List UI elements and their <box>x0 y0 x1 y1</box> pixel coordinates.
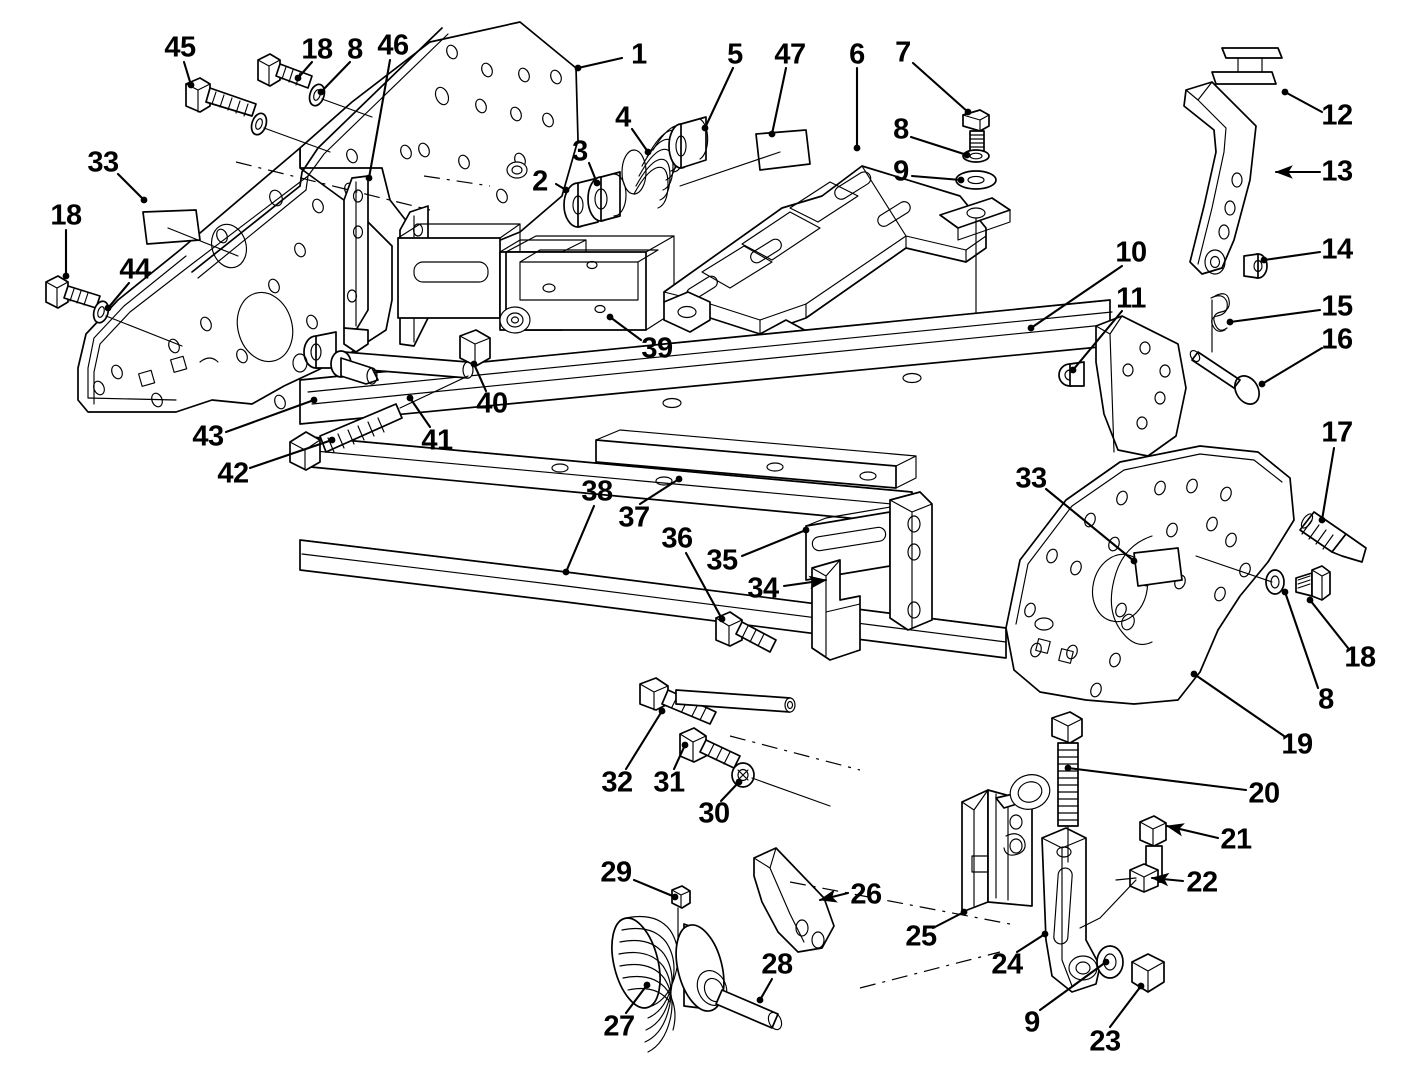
callout-11: 11 <box>1116 282 1146 315</box>
lock-washer-45-mate <box>250 112 268 136</box>
hex-bolt-18-right <box>1295 565 1331 601</box>
jam-nut-29 <box>671 885 691 941</box>
spring-rod-28 <box>715 989 783 1031</box>
callout-14: 14 <box>1321 233 1353 266</box>
lock-washer-8-right <box>1265 569 1285 595</box>
callout-5: 5 <box>727 38 743 71</box>
handle-grip-12 <box>1211 47 1283 85</box>
spring-seat-cup-3 <box>587 171 627 222</box>
callout-3: 3 <box>572 135 588 168</box>
hairpin-cotter-15 <box>1210 293 1230 353</box>
flat-bar-on-cross-rail <box>595 429 917 489</box>
callout-8: 8 <box>893 113 909 146</box>
clevis-pin-16 <box>1189 349 1260 405</box>
callout-22: 22 <box>1186 866 1218 899</box>
hex-nut-23 <box>1131 953 1165 993</box>
callout-27: 27 <box>603 1010 635 1043</box>
link-arm-24 <box>1041 827 1101 993</box>
rod-end-43b <box>330 350 379 385</box>
callout-1: 1 <box>631 38 647 71</box>
callout-34: 34 <box>747 572 779 605</box>
callout-23: 23 <box>1089 1025 1121 1058</box>
decal-33-right <box>1133 547 1183 587</box>
main-frame-rail-10 <box>299 299 1115 425</box>
callout-28: 28 <box>761 948 793 981</box>
callout-44: 44 <box>119 253 151 286</box>
callout-26: 26 <box>850 878 882 911</box>
callout-18b: 18 <box>50 199 82 232</box>
callout-31: 31 <box>653 766 685 799</box>
callout-29: 29 <box>600 856 632 889</box>
callout-37: 37 <box>618 501 650 534</box>
callout-38: 38 <box>581 475 613 508</box>
callout-40: 40 <box>476 387 508 420</box>
carriage-bolt-17 <box>1299 511 1367 563</box>
brace-fin-left <box>343 175 369 353</box>
callout-18a: 18 <box>301 33 333 66</box>
callout-45: 45 <box>164 31 196 64</box>
callout-33a: 33 <box>87 146 119 179</box>
callout-20: 20 <box>1248 777 1280 810</box>
lock-washer-44 <box>92 300 110 324</box>
lock-washer-30 <box>731 762 755 788</box>
callout-21: 21 <box>1220 823 1252 856</box>
callout-18c: 18 <box>1344 641 1376 674</box>
long-hex-bolt-20 <box>1051 711 1083 863</box>
short-rod <box>675 689 796 713</box>
callout-13: 13 <box>1321 155 1353 188</box>
hinge-plate-outer <box>1095 315 1187 457</box>
callout-8a: 8 <box>347 33 363 66</box>
callout-6: 6 <box>849 38 865 71</box>
callout-41: 41 <box>421 424 453 457</box>
callout-9b: 9 <box>1024 1006 1040 1039</box>
callout-7: 7 <box>895 36 911 69</box>
mount-pad-upper <box>939 197 1011 241</box>
callout-10: 10 <box>1115 236 1147 269</box>
callout-12: 12 <box>1321 99 1353 132</box>
callout-46: 46 <box>377 29 409 62</box>
callout-2: 2 <box>532 165 548 198</box>
wire-rod-46 <box>191 27 449 279</box>
callout-4: 4 <box>615 101 631 134</box>
hex-bolt-7 <box>962 109 990 153</box>
decal-33-left <box>142 209 239 257</box>
callout-33b: 33 <box>1015 462 1047 495</box>
callout-17: 17 <box>1321 416 1353 449</box>
callout-39: 39 <box>641 332 673 365</box>
pivot-lever-26 <box>753 847 835 953</box>
callout-42: 42 <box>217 457 249 490</box>
callout-19: 19 <box>1281 728 1313 761</box>
callout-36: 36 <box>661 522 693 555</box>
callout-43: 43 <box>192 420 224 453</box>
callout-35: 35 <box>706 544 738 577</box>
callout-32: 32 <box>601 766 633 799</box>
decal-47 <box>679 129 811 187</box>
center-lines <box>235 161 1011 989</box>
hex-nut-40 <box>459 329 491 367</box>
callout-25: 25 <box>905 920 937 953</box>
callout-30: 30 <box>698 797 730 830</box>
callout-47: 47 <box>774 38 806 71</box>
lift-lever-arm-13 <box>1183 81 1257 275</box>
latch-bracket-25 <box>961 774 1051 913</box>
leader-lines <box>62 56 1350 1029</box>
hex-bolt-18-top <box>257 53 313 89</box>
adjusting-bolt-42 <box>289 403 403 471</box>
callout-9: 9 <box>893 155 909 188</box>
flat-washer-9-bottom <box>1096 945 1124 979</box>
housing-u-block <box>499 235 675 334</box>
callout-8b: 8 <box>1318 683 1334 716</box>
tension-rod-41 <box>338 351 474 379</box>
flat-washer-9-top <box>955 170 997 190</box>
spacer-bushing-5 <box>668 116 709 169</box>
left-frame-side-plate <box>299 21 579 255</box>
callout-15: 15 <box>1321 290 1353 323</box>
callout-24: 24 <box>991 948 1023 981</box>
callout-16: 16 <box>1321 323 1353 356</box>
